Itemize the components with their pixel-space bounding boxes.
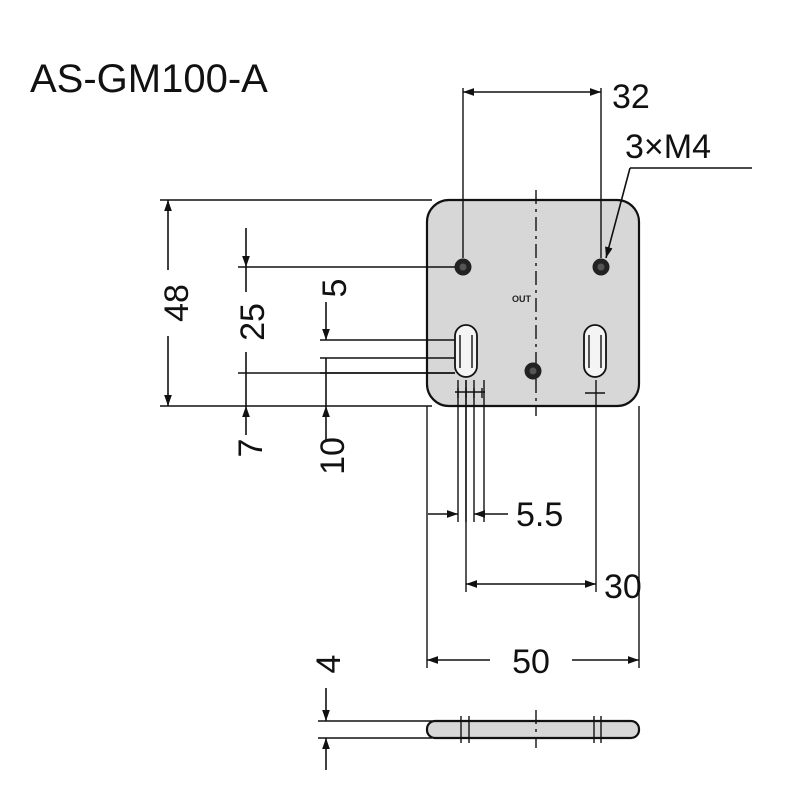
dim-slot-length-label: 5 — [316, 279, 354, 298]
top-left-hole — [454, 258, 472, 276]
dim-width-total-label: 50 — [512, 643, 550, 681]
plate-side-view — [425, 710, 641, 748]
dim-height-holes-label: 25 — [234, 303, 272, 341]
dim-hole-pitch-top: 32 — [462, 78, 650, 258]
dim-bottom-to-center-hole-label: 10 — [314, 437, 352, 475]
dim-width-total: 50 — [426, 406, 640, 681]
dim-slot-pitch: 30 — [465, 380, 642, 606]
dim-bottom-to-slot: 7 — [232, 373, 270, 457]
dim-slot-width: 5.5 — [428, 380, 563, 534]
dim-bottom-to-slot-label: 7 — [232, 439, 270, 458]
dim-slot-pitch-label: 30 — [604, 568, 642, 606]
drawing-title: AS-GM100-A — [30, 57, 268, 101]
plate-front-view: OUT — [425, 190, 641, 416]
dim-hole-pitch-top-label: 32 — [612, 78, 650, 116]
mounting-plate-side — [425, 719, 641, 740]
center-hole — [524, 362, 542, 380]
left-slot — [454, 324, 478, 378]
dim-thickness: 4 — [310, 655, 432, 770]
dim-height-total-label: 48 — [158, 284, 196, 322]
out-label: OUT — [512, 294, 532, 304]
dim-slot-width-label: 5.5 — [516, 496, 563, 534]
thread-callout-label: 3×M4 — [625, 128, 711, 166]
right-slot — [583, 324, 607, 378]
dim-thickness-label: 4 — [310, 655, 348, 674]
top-right-hole — [592, 258, 610, 276]
dim-height-holes: 25 — [234, 228, 455, 374]
dim-slot-length: 5 — [316, 279, 455, 373]
dim-height-total: 48 — [158, 199, 432, 407]
thread-callout: 3×M4 — [605, 128, 752, 259]
dim-bottom-to-center-hole: 10 — [314, 372, 455, 475]
